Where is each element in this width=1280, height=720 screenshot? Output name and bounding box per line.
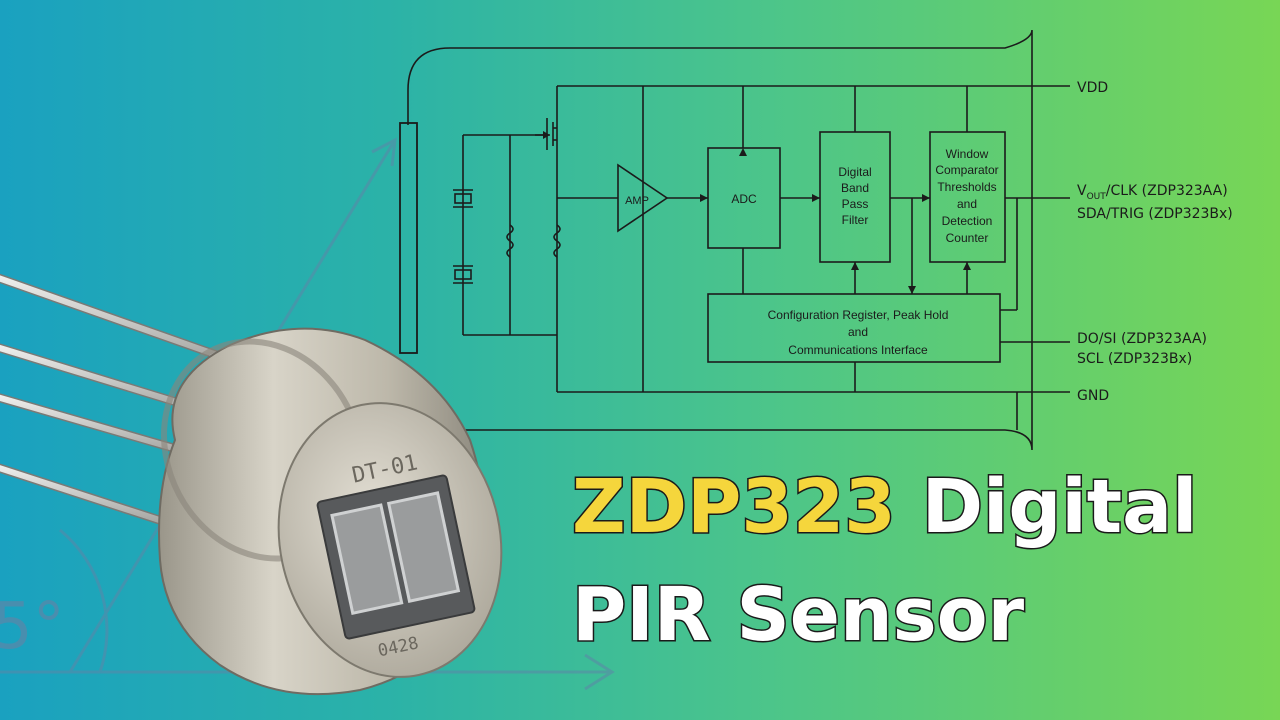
title-line-2-text: PIR Sensor	[570, 572, 1025, 658]
lens-window	[399, 122, 418, 354]
filter-label: Digital Band Pass Filter	[838, 165, 871, 227]
svg-text:and: and	[957, 197, 977, 211]
adc-block	[707, 147, 781, 249]
comparator-block	[929, 131, 1006, 263]
pin-vdd-label: VDD	[1077, 80, 1108, 96]
pin-sda-label: SDA/TRIG (ZDP323Bx)	[1077, 206, 1233, 222]
amp-block	[617, 163, 669, 233]
amp-label: AMP	[625, 195, 649, 207]
comparator-label: Window Comparator Thresholds and Detecti…	[935, 147, 998, 245]
diagram-blocks	[617, 131, 1006, 363]
sensor-window	[316, 474, 476, 640]
svg-text:Window: Window	[946, 147, 989, 161]
filter-block	[819, 131, 891, 263]
title-line-2: PIR Sensor	[570, 577, 1025, 654]
svg-text:Thresholds: Thresholds	[937, 180, 996, 194]
title-highlight: ZDP323	[571, 464, 898, 550]
svg-text:Comparator: Comparator	[935, 163, 998, 177]
title-line-1-rest: Digital	[920, 464, 1199, 550]
diagram-wiring	[407, 29, 1070, 451]
svg-text:Configuration Register, Peak H: Configuration Register, Peak Hold	[768, 308, 949, 322]
title-line-1: ZDP323 Digital	[571, 469, 1199, 546]
resistors	[506, 224, 561, 258]
config-block	[707, 293, 1001, 363]
pin-scl-label: SCL (ZDP323Bx)	[1077, 351, 1192, 367]
svg-text:Digital: Digital	[838, 165, 871, 179]
config-label: Configuration Register, Peak Hold and Co…	[768, 308, 949, 357]
svg-text:Communications Interface: Communications Interface	[788, 343, 928, 357]
svg-text:Detection: Detection	[942, 214, 993, 228]
svg-text:Band: Band	[841, 181, 869, 195]
svg-text:Counter: Counter	[946, 231, 989, 245]
svg-text:Filter: Filter	[842, 213, 869, 227]
sensor-elements	[453, 189, 473, 284]
pir-sensor-illustration: DT-01 0428	[0, 273, 503, 696]
svg-text:and: and	[848, 325, 868, 339]
pin-gnd-label: GND	[1077, 388, 1109, 404]
pin-vout-label: VOUT/CLK (ZDP323AA)	[1077, 183, 1228, 202]
adc-label: ADC	[731, 192, 757, 206]
svg-text:Pass: Pass	[842, 197, 869, 211]
pin-dosi-label: DO/SI (ZDP323AA)	[1077, 331, 1207, 347]
diagram-arrows	[543, 131, 971, 294]
angle-label: 5°	[0, 590, 65, 664]
